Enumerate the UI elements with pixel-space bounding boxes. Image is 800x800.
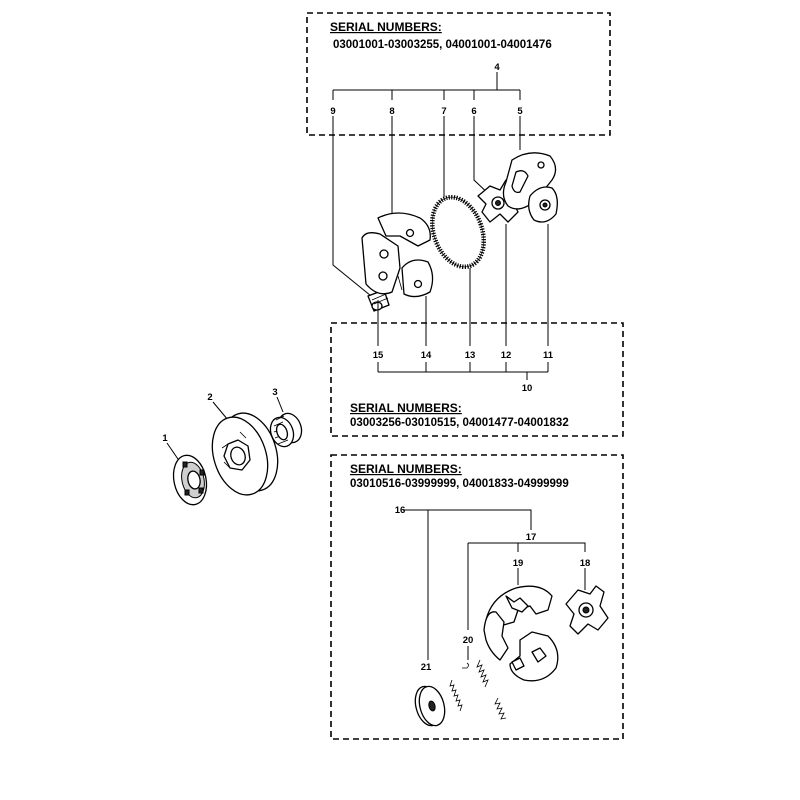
group-box-3 (330, 454, 624, 740)
clutch-drum-part-2 (211, 412, 279, 496)
group-1-header: SERIAL NUMBERS: (330, 20, 442, 34)
leader-9 (332, 116, 377, 301)
callout-21: 21 (421, 662, 432, 673)
clutch-shoes-part-19 (483, 585, 559, 682)
callout-10: 10 (522, 383, 533, 394)
callout-14: 14 (421, 350, 432, 361)
needle-bearing-part-3 (269, 412, 303, 448)
leader-1 (166, 442, 181, 463)
callout-12: 12 (501, 350, 512, 361)
callout-1: 1 (162, 433, 168, 444)
hub-part-18 (565, 585, 609, 635)
callout-19: 19 (513, 558, 524, 569)
group-box-2 (330, 322, 624, 437)
callout-9: 9 (330, 106, 335, 117)
group-1-serials: 03001001-03003255, 04001001-04001476 (333, 39, 552, 51)
callout-11: 11 (543, 350, 554, 361)
plate-part-5 (502, 152, 557, 210)
rim-sprocket-part-1 (172, 454, 208, 506)
callout-15: 15 (373, 350, 384, 361)
leader-2 (212, 401, 229, 421)
callout-5: 5 (517, 106, 523, 117)
group-box-1 (306, 12, 611, 136)
callout-3: 3 (272, 387, 277, 398)
clutch-shoes-upper (361, 212, 434, 298)
bracket-16-17 (403, 509, 532, 660)
callout-16: 16 (395, 505, 406, 516)
callout-20: 20 (463, 635, 474, 646)
callout-13: 13 (465, 350, 476, 361)
callout-17: 17 (526, 532, 537, 543)
callout-18: 18 (580, 558, 591, 569)
group-3-serials: 03010516-03999999, 04001833-04999999 (350, 478, 569, 490)
group-3-header: SERIAL NUMBERS: (350, 462, 462, 476)
plate-part-11 (528, 186, 558, 223)
callout-8: 8 (389, 106, 394, 117)
washer-part-21 (414, 685, 446, 727)
bracket-10 (377, 362, 549, 380)
springs-part-20 (449, 659, 507, 720)
callout-2: 2 (207, 392, 212, 403)
spring-ring-part-7 (430, 194, 486, 270)
group-2-header: SERIAL NUMBERS: (350, 401, 462, 415)
callout-4: 4 (494, 62, 500, 73)
leader-3 (276, 396, 284, 413)
callout-6: 6 (471, 106, 476, 117)
group-2-serials: 03003256-03010515, 04001477-04001832 (350, 417, 569, 429)
bracket-17 (467, 542, 586, 630)
bracket-4 (332, 72, 521, 100)
callout-7: 7 (441, 106, 446, 117)
